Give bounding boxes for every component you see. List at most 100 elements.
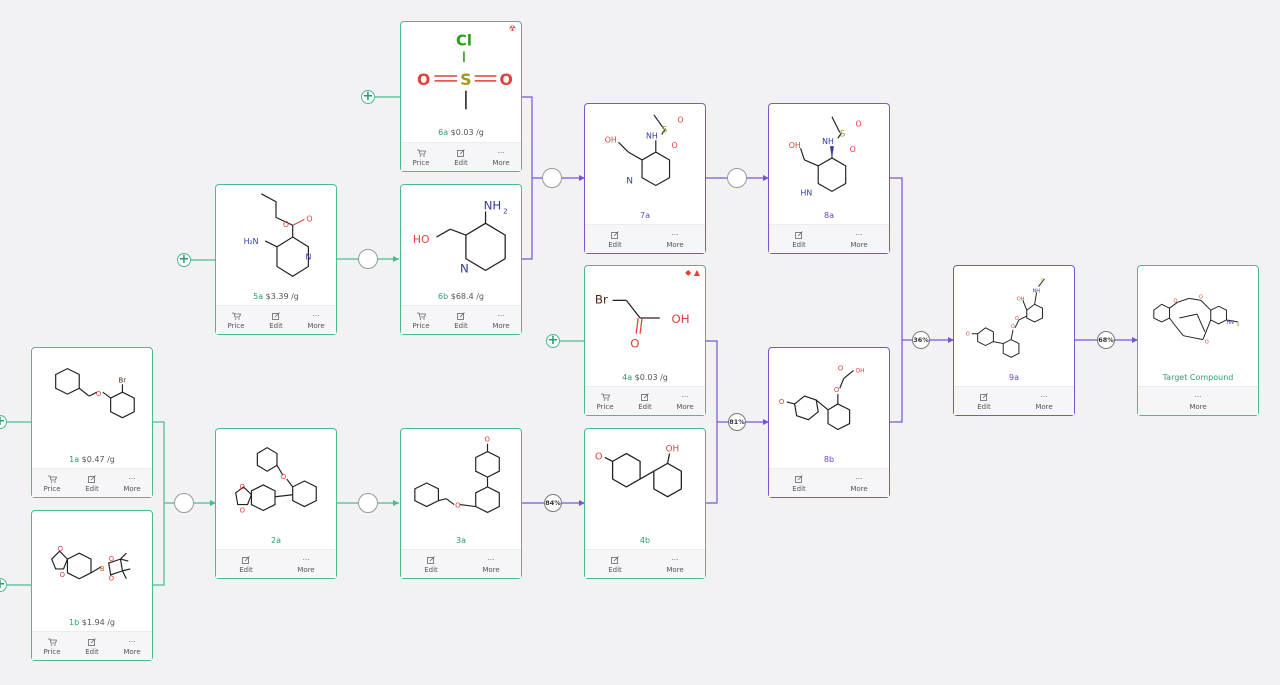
edit-button[interactable]: Edit: [965, 392, 1003, 411]
add-precursor-1a-button[interactable]: +: [0, 415, 7, 429]
reaction-node-8a[interactable]: [727, 168, 747, 188]
node-label-7a: 7a: [640, 211, 650, 220]
node-4a[interactable]: ◆ ▲ Br OH O 4a $0.03 /g Price Edit ···Mo…: [584, 265, 706, 416]
node-8b[interactable]: O O O OH 8b Edit ···More: [768, 347, 890, 498]
node-label-6a: 6a $0.03 /g: [438, 128, 484, 137]
edit-button[interactable]: Edit: [442, 311, 480, 330]
cart-icon: [231, 311, 241, 321]
more-button[interactable]: ···More: [850, 230, 868, 249]
price-button[interactable]: Price: [586, 392, 624, 411]
more-button[interactable]: ···More: [482, 555, 500, 574]
reaction-node-3a[interactable]: [358, 493, 378, 513]
price-button[interactable]: Price: [33, 474, 71, 493]
edit-button[interactable]: Edit: [780, 230, 818, 249]
more-button[interactable]: ···More: [492, 148, 510, 167]
more-icon: ···: [671, 555, 679, 564]
price-button[interactable]: Price: [33, 637, 71, 656]
atom-cl: Cl: [456, 33, 472, 50]
edit-icon: [795, 474, 803, 484]
more-icon: ···: [1040, 392, 1048, 401]
atom-s: S: [460, 70, 471, 89]
add-precursor-4a-button[interactable]: +: [546, 333, 560, 348]
node-label-5a: 5a $3.39 /g: [253, 292, 299, 301]
node-9a[interactable]: O O O OH NH S 9a Edit ···More: [953, 265, 1075, 416]
node-label-1a: 1a $0.47 /g: [69, 455, 115, 464]
node-6b[interactable]: NH 2 HO N 6b $68.4 /g Price Edit ···More: [400, 184, 522, 335]
yield-badge-9a[interactable]: 36%: [912, 331, 930, 349]
node-6a[interactable]: ☢ Cl S O O 6a $0.03 /g Price Edit ···Mor…: [400, 21, 522, 172]
node-2a[interactable]: O O O 2a Edit ···More: [215, 428, 337, 579]
edit-icon: [611, 555, 619, 565]
reaction-node-7a[interactable]: [542, 168, 562, 188]
node-label-9a: 9a: [1009, 373, 1019, 382]
add-precursor-6a-button[interactable]: +: [361, 89, 375, 104]
molecule-1a: O Br: [38, 352, 146, 450]
price-button[interactable]: Price: [402, 311, 440, 330]
more-button[interactable]: ···More: [850, 474, 868, 493]
price-button[interactable]: Price: [402, 148, 440, 167]
atom-nh: NH: [1033, 288, 1041, 294]
add-precursor-1b-button[interactable]: +: [0, 578, 7, 592]
more-button[interactable]: ···More: [123, 637, 141, 656]
atom-o-right: O: [499, 70, 512, 89]
more-button[interactable]: ···More: [123, 474, 141, 493]
price-button[interactable]: Price: [217, 311, 255, 330]
yield-badge-4b[interactable]: 84%: [544, 494, 562, 512]
more-button[interactable]: ···More: [1189, 392, 1207, 411]
molecule-8b: O O O OH: [775, 352, 883, 450]
edit-button[interactable]: Edit: [412, 555, 450, 574]
edit-button[interactable]: Edit: [596, 230, 634, 249]
edit-button[interactable]: Edit: [596, 555, 634, 574]
atom-o: O: [485, 436, 491, 444]
more-button[interactable]: ···More: [666, 230, 684, 249]
node-actions-4b: Edit ···More: [585, 549, 705, 578]
reaction-node-2a[interactable]: [174, 493, 194, 513]
node-label-2a: 2a: [271, 536, 281, 545]
node-1a[interactable]: O Br 1a $0.47 /g Price Edit ···More: [31, 347, 153, 498]
more-icon: ···: [671, 230, 679, 239]
add-precursor-5a-button[interactable]: +: [177, 252, 191, 267]
node-5a[interactable]: O O H₂N N 5a $3.39 /g Price Edit ···More: [215, 184, 337, 335]
edit-button[interactable]: Edit: [626, 392, 664, 411]
node-8a[interactable]: OH NH S O O HN 8a Edit ···More: [768, 103, 890, 254]
node-label-4b: 4b: [639, 536, 651, 545]
node-3a[interactable]: O O 3a Edit ···More: [400, 428, 522, 579]
more-button[interactable]: ···More: [307, 311, 325, 330]
more-icon: ···: [312, 311, 320, 320]
node-label-8b: 8b: [823, 455, 835, 464]
node-target-compound[interactable]: O O O HN S Target Compound ···More: [1137, 265, 1259, 416]
molecule-1b: O O B O O: [38, 515, 146, 613]
atom-o: O: [595, 451, 603, 462]
atom-oh: OH: [856, 369, 865, 375]
molecule-3a: O O: [407, 433, 515, 531]
more-button[interactable]: ···More: [492, 311, 510, 330]
more-icon: ···: [128, 474, 136, 483]
node-actions-8a: Edit ···More: [769, 224, 889, 253]
molecule-8a: OH NH S O O HN: [775, 108, 883, 206]
more-icon: ···: [302, 555, 310, 564]
molecule-target: O O O HN S: [1144, 270, 1252, 368]
more-button[interactable]: ···More: [676, 392, 694, 411]
reaction-node-5a-6b[interactable]: [358, 249, 378, 269]
more-button[interactable]: ···More: [1035, 392, 1053, 411]
edit-button[interactable]: Edit: [780, 474, 818, 493]
edit-button[interactable]: Edit: [73, 637, 111, 656]
edit-icon: [427, 555, 435, 565]
more-icon: ···: [855, 474, 863, 483]
node-7a[interactable]: OH NH S O O N 7a Edit ···More: [584, 103, 706, 254]
atom-br: Br: [595, 292, 608, 306]
atom-o: O: [240, 506, 246, 514]
edit-button[interactable]: Edit: [73, 474, 111, 493]
yield-badge-target[interactable]: 68%: [1097, 331, 1115, 349]
node-4b[interactable]: O OH 4b Edit ···More: [584, 428, 706, 579]
node-1b[interactable]: O O B O O 1b $1.94 /g Price Edit ···More: [31, 510, 153, 661]
edit-button[interactable]: Edit: [257, 311, 295, 330]
more-button[interactable]: ···More: [666, 555, 684, 574]
atom-o: O: [455, 502, 461, 510]
edit-button[interactable]: Edit: [442, 148, 480, 167]
more-button[interactable]: ···More: [297, 555, 315, 574]
yield-badge-8b[interactable]: 81%: [728, 413, 746, 431]
more-icon: ···: [1194, 392, 1202, 401]
edit-button[interactable]: Edit: [227, 555, 265, 574]
node-actions-7a: Edit ···More: [585, 224, 705, 253]
